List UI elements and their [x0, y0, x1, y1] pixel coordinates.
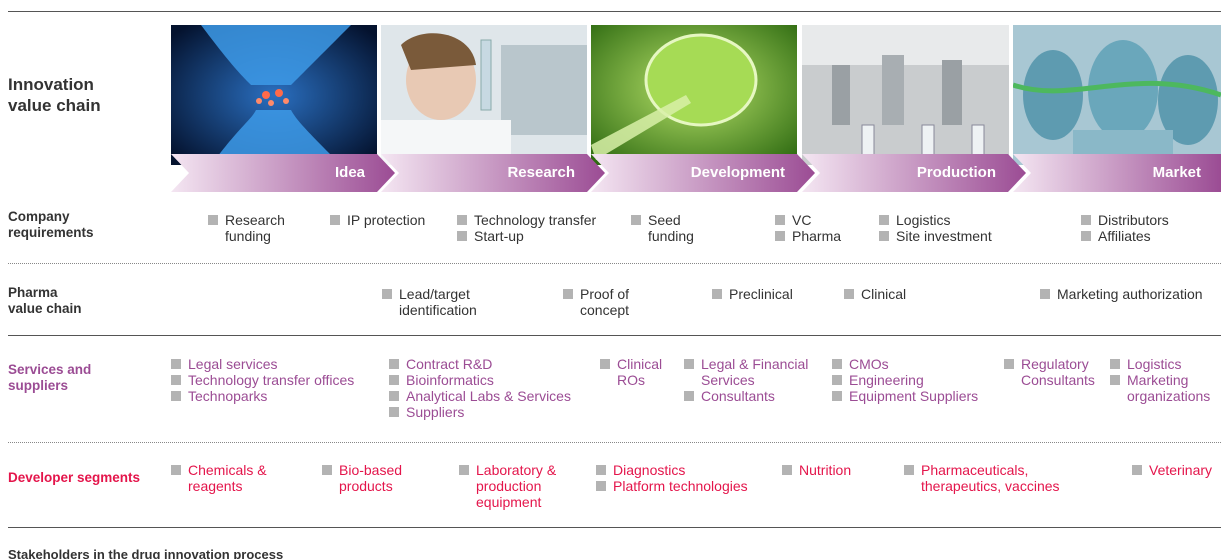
photo-synapse — [171, 25, 377, 165]
bullet-marker — [596, 465, 606, 475]
req-seed-funding: Seed funding — [631, 212, 694, 244]
dev-veterinary: Veterinary — [1132, 462, 1212, 478]
bullet-marker — [171, 375, 181, 385]
bullet-marker — [844, 289, 854, 299]
req-vc-pharma: VC Pharma — [775, 212, 841, 244]
services-col-cmos: CMOs Engineering Equipment Suppliers — [832, 356, 978, 404]
bullet-marker — [1110, 359, 1120, 369]
stage-label-development: Development — [690, 164, 785, 181]
photo-scientist — [381, 25, 587, 165]
services-col-regulatory: Regulatory Consultants — [1004, 356, 1095, 388]
heading-developer-segments: Developer segments — [8, 470, 141, 485]
bullet-marker — [832, 391, 842, 401]
stage-bar-development: Development — [591, 154, 815, 192]
bullet-marker — [389, 375, 399, 385]
dev-diagnostics: Diagnostics Platform technologies — [596, 462, 748, 494]
services-col-clinical: Clinical ROs — [600, 356, 662, 388]
divider-pharma — [8, 335, 1221, 336]
stage-bar-research: Research — [381, 154, 605, 192]
bullet-marker — [712, 289, 722, 299]
dev-nutrition: Nutrition — [782, 462, 851, 478]
bullet-marker — [904, 465, 914, 475]
bullet-marker — [459, 465, 469, 475]
bullet-marker — [684, 359, 694, 369]
dev-pharmaceuticals: Pharmaceuticals, therapeutics, vaccines — [904, 462, 1060, 494]
photo-petri-dish — [591, 25, 797, 165]
pharma-proof-of-concept: Proof of concept — [563, 286, 629, 318]
dev-chemicals: Chemicals & reagents — [171, 462, 267, 494]
bullet-marker — [171, 359, 181, 369]
bullet-marker — [389, 407, 399, 417]
bullet-marker — [1081, 231, 1091, 241]
heading-company-requirements: Company requirements — [8, 209, 94, 240]
stage-bar-market: Market — [1013, 154, 1221, 192]
heading-services-and-suppliers: Services and suppliers — [8, 362, 92, 393]
dev-laboratory: Laboratory & production equipment — [459, 462, 556, 510]
bullet-marker — [879, 231, 889, 241]
pharma-lead-target: Lead/target identification — [382, 286, 477, 318]
bullet-marker — [600, 359, 610, 369]
bullet-marker — [596, 481, 606, 491]
bullet-marker — [389, 391, 399, 401]
photo-production-line — [802, 25, 1009, 165]
figure-caption: Stakeholders in the drug innovation proc… — [8, 547, 284, 559]
pharma-preclinical: Preclinical — [712, 286, 793, 302]
bullet-marker — [1132, 465, 1142, 475]
bullet-marker — [322, 465, 332, 475]
bullet-marker — [775, 215, 785, 225]
divider-company — [8, 263, 1221, 264]
bullet-marker — [389, 359, 399, 369]
bullet-marker — [775, 231, 785, 241]
services-col-contract: Contract R&D Bioinformatics Analytical L… — [389, 356, 571, 420]
bullet-marker — [879, 215, 889, 225]
divider-services — [8, 442, 1221, 443]
bullet-marker — [457, 215, 467, 225]
req-logistics-site: Logistics Site investment — [879, 212, 992, 244]
stage-label-research: Research — [507, 164, 575, 181]
bullet-marker — [457, 231, 467, 241]
top-rule — [8, 11, 1221, 12]
services-col-legal-financial: Legal & Financial Services Consultants — [684, 356, 808, 404]
bullet-marker — [1004, 359, 1014, 369]
bullet-marker — [382, 289, 392, 299]
divider-developer — [8, 527, 1221, 528]
photo-surgical-team — [1013, 25, 1221, 165]
bullet-marker — [684, 391, 694, 401]
bullet-marker — [631, 215, 641, 225]
bullet-marker — [171, 391, 181, 401]
stage-label-idea: Idea — [334, 164, 365, 181]
stage-bar-idea: Idea — [171, 154, 395, 192]
heading-pharma-value-chain: Pharma value chain — [8, 285, 82, 316]
bullet-marker — [1040, 289, 1050, 299]
bullet-marker — [782, 465, 792, 475]
stage-label-production: Production — [916, 164, 996, 181]
bullet-marker — [832, 375, 842, 385]
req-ip-protection: IP protection — [330, 212, 425, 228]
heading-innovation-value-chain: Innovation value chain — [8, 75, 101, 115]
bullet-marker — [832, 359, 842, 369]
bullet-marker — [1081, 215, 1091, 225]
bullet-marker — [208, 215, 218, 225]
req-research-funding: Research funding — [208, 212, 285, 244]
pharma-clinical: Clinical — [844, 286, 906, 302]
bullet-marker — [563, 289, 573, 299]
pharma-marketing-authorization: Marketing authorization — [1040, 286, 1203, 302]
bullet-marker — [171, 465, 181, 475]
bullet-marker — [1110, 375, 1120, 385]
req-technology-transfer: Technology transfer Start-up — [457, 212, 596, 244]
services-col-legal: Legal services Technology transfer offic… — [171, 356, 354, 404]
dev-bio-based: Bio-based products — [322, 462, 402, 494]
stage-bar-production: Production — [802, 154, 1026, 192]
req-distributors-affiliates: Distributors Affiliates — [1081, 212, 1169, 244]
bullet-marker — [330, 215, 340, 225]
services-col-logistics: Logistics Marketing organizations — [1110, 356, 1210, 404]
stage-label-market: Market — [1152, 164, 1201, 181]
